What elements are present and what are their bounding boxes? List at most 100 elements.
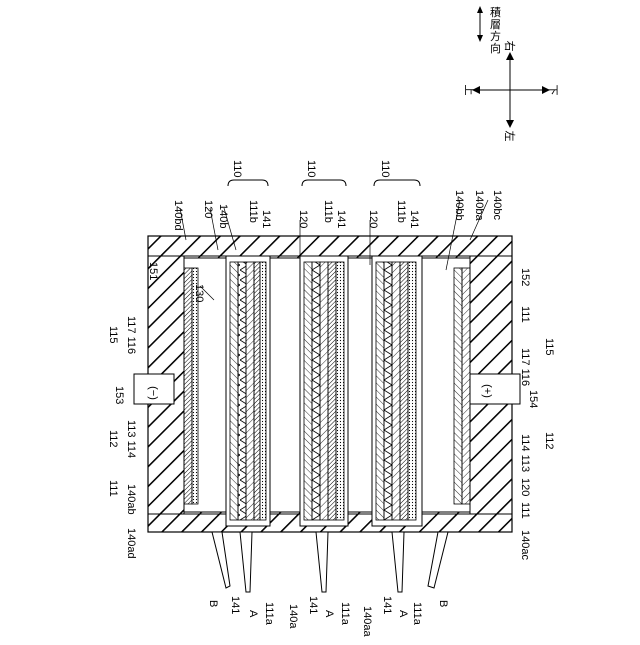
cell-1-layer-e <box>260 262 266 520</box>
cell-label-3: 110 <box>379 160 391 178</box>
positive-terminal-sign: (+) <box>481 384 493 398</box>
label-right: 右 <box>503 41 517 52</box>
label-l140ba: 140ba <box>473 190 485 221</box>
label-l140ad: 140ad <box>125 528 137 559</box>
label-l111a-3: 111a <box>411 602 423 626</box>
cell-2-layer-e <box>336 262 344 520</box>
cell-1 <box>226 256 270 526</box>
cell-2-layer-b <box>312 262 320 520</box>
cell-1-layer-c <box>246 262 254 520</box>
label-l141-b2: 141 <box>307 596 319 614</box>
tab-A-1 <box>240 532 252 592</box>
cell-3-bracket <box>374 180 420 186</box>
label-l111b-1: 111b <box>247 200 259 223</box>
cell-1-layer-d <box>254 262 260 520</box>
label-l117-116-right: 117 116 <box>519 348 531 386</box>
cell-2-layer-d <box>328 262 336 520</box>
label-l115-right: 115 <box>543 338 555 356</box>
arrow-head-right <box>506 52 514 60</box>
arrow-head-left <box>506 120 514 128</box>
stack-label-char-3: 向 <box>490 41 501 55</box>
label-l120a: 120 <box>202 200 214 218</box>
cell-2 <box>300 256 348 526</box>
left-collector-layer-114 <box>192 268 198 504</box>
right-collector-layer-113 <box>454 268 462 504</box>
negative-terminal-sign: (−) <box>147 386 159 400</box>
label-down: 下 <box>546 85 559 96</box>
label-l120c: 120 <box>367 210 379 228</box>
label-l112-left: 112 <box>107 430 119 448</box>
cell-2-layer-c <box>320 262 328 520</box>
sealing-tab-B-left <box>212 532 230 588</box>
cell-2-bracket <box>302 180 346 186</box>
label-l153: 153 <box>113 386 125 404</box>
label-l140aa: 140aa <box>361 606 373 637</box>
cell-1-bracket <box>228 180 268 186</box>
label-l141-3: 141 <box>408 210 420 228</box>
label-l141-1: 141 <box>260 210 272 228</box>
label-l140ac: 140ac <box>519 530 531 560</box>
label-l113-114-left: 113 114 <box>125 420 137 458</box>
label-lA-3: A <box>397 610 409 618</box>
sealing-tab-B-right <box>428 532 448 588</box>
left-collector-layer-113 <box>184 268 192 504</box>
label-l141-b3: 141 <box>381 596 393 614</box>
label-l117-116-left: 117 116 <box>125 316 137 354</box>
label-l112-right: 112 <box>543 432 555 450</box>
cell-3 <box>372 256 422 526</box>
label-l111-right-bottom: 111 <box>519 502 531 519</box>
right-collector-layer-114 <box>462 268 470 504</box>
cell-1-layer-a <box>230 262 238 520</box>
label-up: 上 <box>463 85 476 96</box>
cell-3-layer-a <box>376 262 384 520</box>
stack-label-char-2: 方 <box>490 29 501 43</box>
label-l141-2: 141 <box>335 210 347 228</box>
label-l154: 154 <box>527 390 539 408</box>
label-l140bd: 140bd <box>172 200 184 231</box>
label-l111b-2: 111b <box>322 200 334 223</box>
top-sealing-band-140b <box>148 236 512 256</box>
cell-3-layer-e <box>408 262 416 520</box>
cell-brackets <box>228 180 420 186</box>
battery-body: (−) (+) <box>134 236 520 592</box>
cell-1-layer-b <box>238 262 246 520</box>
cell-label-1: 110 <box>231 160 243 178</box>
label-l140bc: 140bc <box>491 190 503 220</box>
label-l111a-1: 111a <box>263 602 275 626</box>
label-l111a-2: 111a <box>339 602 351 626</box>
label-left: 左 <box>503 131 516 142</box>
label-l151: 151 <box>147 262 159 280</box>
label-l152: 152 <box>519 268 531 286</box>
label-lB-left: B <box>207 600 219 607</box>
cell-label-2: 110 <box>305 160 317 178</box>
tab-A-2 <box>316 532 328 592</box>
label-l115-left: 115 <box>107 326 119 344</box>
cell-2-layer-a <box>304 262 312 520</box>
label-l140a: 140a <box>287 604 299 629</box>
label-lB-right: B <box>437 600 449 607</box>
label-l140ab: 140ab <box>125 484 137 515</box>
label-l114-113-right: 114 113 <box>519 434 531 472</box>
label-l120-right: 120 <box>519 478 531 496</box>
label-l111b-3: 111b <box>395 200 407 223</box>
tab-A-3 <box>392 532 404 592</box>
stack-arrow-head-top <box>477 6 483 13</box>
label-l120b: 120 <box>297 210 309 228</box>
label-l141-b1: 141 <box>229 596 241 614</box>
cell-3-layer-c <box>392 262 400 520</box>
stack-label-char-0: 積 <box>490 5 501 19</box>
label-l130: 130 <box>193 284 205 302</box>
label-l111-right-top: 111 <box>519 306 531 323</box>
label-l140b: 140b <box>217 204 229 228</box>
stack-arrow-head-bottom <box>477 35 483 42</box>
label-l111-left: 111 <box>107 480 119 497</box>
direction-legend: 積層方向 上 下 右 左 <box>463 5 559 142</box>
cell-3-layer-d <box>400 262 408 520</box>
label-lA-2: A <box>323 610 335 618</box>
cell-3-layer-b <box>384 262 392 520</box>
stack-direction-label: 積層方向 <box>490 5 501 55</box>
label-lA-1: A <box>247 610 259 618</box>
positive-terminal-154 <box>470 374 520 404</box>
